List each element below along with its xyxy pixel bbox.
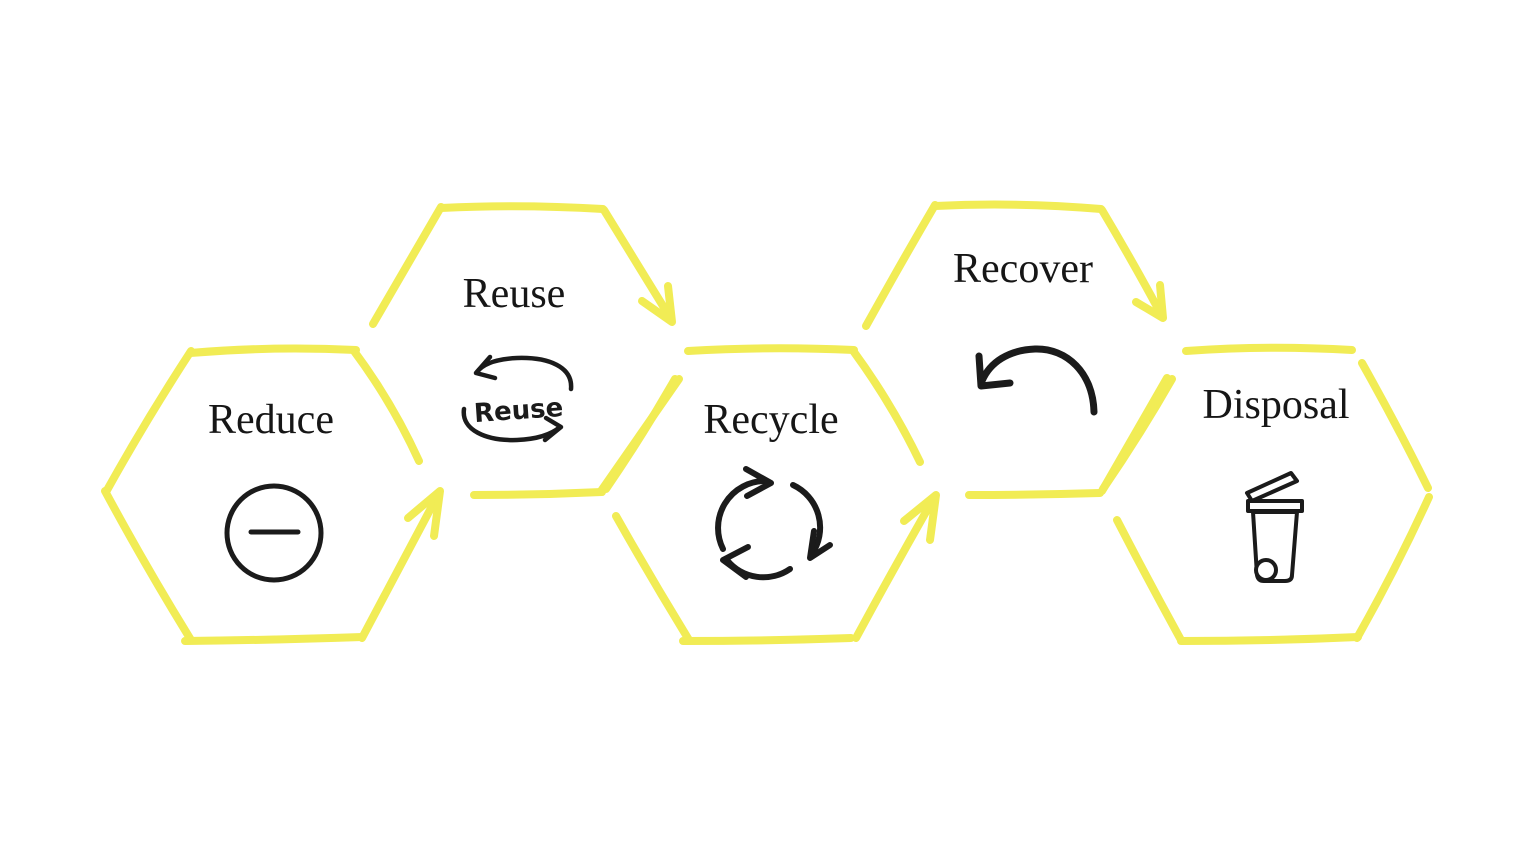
bin-lid bbox=[1245, 471, 1299, 503]
hexagon-edge bbox=[612, 512, 693, 644]
arrowhead bbox=[1132, 281, 1167, 322]
recycle-arrowhead bbox=[720, 544, 751, 580]
node-label-disposal: Disposal bbox=[1203, 382, 1350, 428]
circle-outline bbox=[224, 483, 324, 583]
hexagon-edge bbox=[101, 487, 195, 644]
hexagon-edge bbox=[350, 347, 423, 465]
arrowhead bbox=[638, 282, 676, 326]
hexagon-edge bbox=[850, 348, 924, 466]
hexagon-edge bbox=[437, 202, 607, 213]
hexagon-edge bbox=[102, 347, 195, 496]
cycle-top-arc bbox=[474, 355, 574, 392]
arrow-recover-to-disposal bbox=[1098, 206, 1167, 322]
hexagon-edge bbox=[862, 201, 939, 330]
cycle-bottom-arrowhead bbox=[542, 415, 564, 443]
node-label-recover: Recover bbox=[953, 246, 1093, 292]
bin-wheel bbox=[1254, 558, 1278, 582]
recycle-arc bbox=[790, 482, 824, 557]
recycle-arrows-icon bbox=[715, 466, 833, 581]
hexagon-edge bbox=[369, 203, 445, 328]
hexagon-edge bbox=[597, 375, 683, 495]
node-label-reduce: Reduce bbox=[208, 397, 334, 443]
arrow-reuse-to-recycle bbox=[600, 206, 676, 326]
hexagon-edge bbox=[1098, 374, 1171, 495]
hexagon-edge bbox=[1177, 633, 1362, 645]
recycle-arc bbox=[715, 478, 767, 552]
recover-arrowhead bbox=[975, 352, 1014, 390]
hexagon-recycle bbox=[597, 344, 924, 645]
recycle-arrowhead bbox=[743, 466, 774, 499]
arrowhead bbox=[900, 491, 940, 544]
arrow-shaft bbox=[1098, 206, 1166, 320]
hexagon-edge bbox=[181, 633, 366, 645]
reuse-icon-text: Reuse bbox=[473, 393, 564, 429]
hexagon-edge bbox=[1353, 493, 1433, 642]
hexagon-edge bbox=[1358, 359, 1432, 492]
arrow-shaft bbox=[358, 489, 443, 642]
hexagon-edge bbox=[965, 489, 1104, 499]
node-label-recycle: Recycle bbox=[703, 397, 838, 443]
reuse-cycle-icon: Reuse bbox=[461, 354, 574, 443]
hexagon-edge bbox=[186, 344, 360, 357]
hexagon-edge bbox=[1182, 343, 1356, 355]
arrow-shaft bbox=[600, 206, 675, 323]
node-label-reuse: Reuse bbox=[463, 271, 566, 317]
arrow-recycle-to-recover bbox=[852, 491, 940, 642]
arrow-reduce-to-reuse bbox=[358, 487, 444, 642]
arrowhead bbox=[404, 487, 444, 540]
hexagon-edge bbox=[1113, 516, 1185, 644]
hexagon-disposal bbox=[1098, 343, 1433, 645]
hexagon-edge bbox=[470, 488, 606, 499]
recover-arc bbox=[978, 345, 1098, 416]
cycle-top-arrowhead bbox=[473, 354, 498, 381]
hexagon-reduce bbox=[101, 344, 423, 645]
arrow-shaft bbox=[852, 492, 939, 642]
bin-rim bbox=[1246, 499, 1304, 513]
recycle-arrowhead bbox=[807, 528, 833, 561]
hexagon-edge bbox=[684, 344, 858, 355]
recover-arrow-icon bbox=[975, 345, 1098, 416]
hexagon-edge bbox=[931, 200, 1105, 213]
trash-bin-icon bbox=[1245, 471, 1304, 583]
minus-circle-icon bbox=[224, 483, 324, 583]
hexagon-edge bbox=[679, 634, 855, 645]
